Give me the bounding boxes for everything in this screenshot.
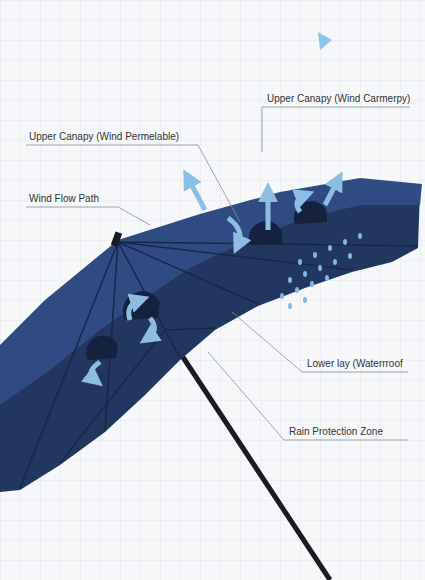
- blue-triangle: [318, 32, 332, 50]
- callout-label: Upper Canapy (Wind Carmerpy): [266, 93, 411, 105]
- wind-vent: [86, 336, 118, 360]
- wind-arrows: [91, 178, 338, 380]
- callout-label: Lower lay (Waterrroof: [306, 358, 404, 370]
- raindrops: [280, 233, 362, 309]
- wind-vent: [123, 291, 160, 320]
- wind-vent: [249, 221, 282, 245]
- callout-label: Upper Canapy (Wind Permelable): [28, 131, 180, 143]
- umbrella-tip: [111, 231, 122, 247]
- upper-canopy: [0, 178, 422, 405]
- callout-label: Wind Flow Path: [28, 193, 100, 205]
- callout-label: Rain Protection Zone: [288, 426, 384, 438]
- leader-lines: [26, 107, 410, 440]
